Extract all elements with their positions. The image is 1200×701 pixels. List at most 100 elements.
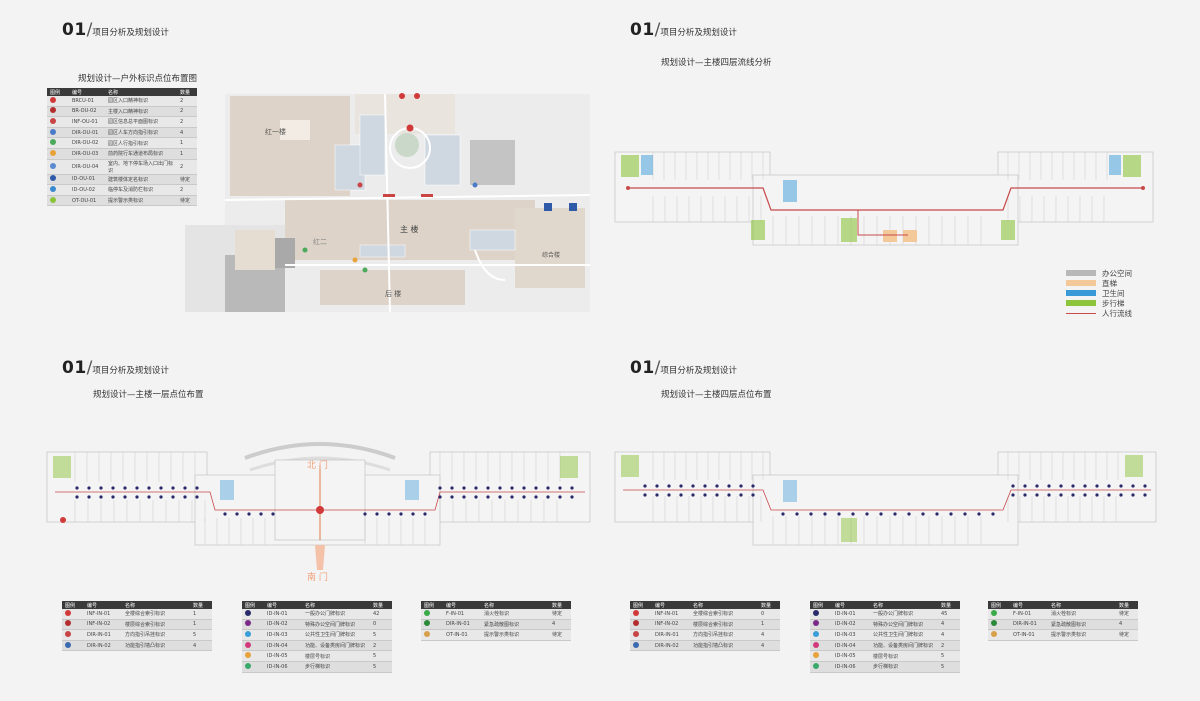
stair	[621, 455, 639, 477]
doorplate-sign-point	[462, 495, 466, 499]
legend-symbol-icon	[633, 609, 639, 616]
cell-name: 楼层综合索引标识	[122, 619, 190, 631]
cell-code: BR-OU-02	[69, 106, 105, 118]
cell-name: 功能指引墙凸标识	[690, 640, 758, 652]
cell-name: 提示警示类标识	[1048, 629, 1116, 641]
doorplate-sign-point	[87, 495, 91, 499]
legend-label: 人行流线	[1102, 308, 1132, 318]
legend-symbol-icon	[245, 609, 251, 616]
cell-name: 一般办公门牌标识	[302, 609, 370, 620]
legend-symbol-icon	[245, 620, 251, 627]
legend-symbol-icon	[65, 620, 71, 627]
cell-qty: 待定	[1116, 629, 1138, 641]
doorplate-sign-point	[893, 512, 897, 516]
south-entrance-path	[315, 545, 325, 570]
flow-node	[1141, 186, 1145, 190]
doorplate-sign-point	[498, 486, 502, 490]
header-code: 编号	[1010, 601, 1048, 609]
legend-symbol-cell	[988, 629, 1010, 641]
cell-qty: 待定	[177, 195, 197, 207]
header-name: 名称	[1048, 601, 1116, 609]
doorplate-sign-point	[147, 486, 151, 490]
cell-name: 步行梯标识	[870, 661, 938, 673]
doorplate-sign-point	[271, 512, 275, 516]
cell-code: OT-IN-01	[1010, 629, 1048, 641]
cell-qty: 2	[177, 184, 197, 196]
cell-qty: 4	[758, 640, 780, 652]
legend-symbol-icon	[633, 630, 639, 637]
cell-code: ID-IN-03	[832, 629, 870, 641]
legend-symbol-icon	[813, 641, 819, 648]
doorplate-sign-point	[1059, 484, 1063, 488]
doorplate-sign-point	[837, 512, 841, 516]
section-heading-2: 01/项目分析及规划设计	[630, 20, 737, 40]
cell-qty: 2	[177, 159, 197, 175]
cell-name: 公共性卫生间门牌标识	[870, 629, 938, 641]
building-complex	[515, 208, 585, 288]
legend-symbol-cell	[47, 96, 69, 107]
stair	[751, 220, 765, 240]
doorplate-sign-point	[823, 512, 827, 516]
legend-symbol-icon	[424, 630, 430, 637]
legend-label: 步行梯	[1102, 298, 1125, 308]
header-name: 名称	[122, 601, 190, 609]
cell-qty: 5	[938, 650, 960, 662]
doorplate-sign-point	[655, 484, 659, 488]
doorplate-sign-point	[715, 484, 719, 488]
room-grid	[74, 452, 561, 545]
doorplate-sign-point	[411, 512, 415, 516]
legend-symbol-cell	[988, 609, 1010, 620]
doorplate-sign-point	[522, 486, 526, 490]
section-heading-4: 01/项目分析及规划设计	[630, 358, 737, 378]
doorplate-sign-point	[921, 512, 925, 516]
cell-qty: 4	[177, 127, 197, 139]
doorplate-sign-point	[522, 495, 526, 499]
legend-label: 卫生间	[1102, 288, 1125, 298]
legend-symbol-cell	[47, 159, 69, 175]
legend-symbol-icon	[813, 620, 819, 627]
cell-qty: 2	[177, 106, 197, 118]
header-icon: 图例	[62, 601, 84, 609]
cell-name: 园区人车方向指引标识	[105, 127, 177, 139]
doorplate-sign-point	[183, 495, 187, 499]
cell-code: DIR-IN-02	[652, 640, 690, 652]
header-qty: 数量	[1116, 601, 1138, 609]
cell-code: INF-IN-01	[84, 609, 122, 620]
heading-slash: /	[654, 358, 661, 378]
header-name: 名称	[690, 601, 758, 609]
legend-symbol-cell	[242, 609, 264, 620]
legend-symbol-cell	[810, 619, 832, 631]
doorplate-sign-point	[171, 486, 175, 490]
flow-node	[626, 186, 630, 190]
doorplate-sign-point	[1035, 484, 1039, 488]
building-rear	[320, 270, 465, 305]
legend-swatch	[1066, 300, 1096, 306]
section-number: 01	[630, 358, 655, 378]
doorplate-sign-point	[570, 495, 574, 499]
doorplate-sign-point	[87, 486, 91, 490]
header-code: 编号	[832, 601, 870, 609]
section-title: 项目分析及规划设计	[660, 28, 737, 38]
section-number: 01	[630, 20, 655, 40]
doorplate-sign-point	[643, 493, 647, 497]
header-name: 名称	[481, 601, 549, 609]
cell-name: 特殊办公空间门牌标识	[302, 619, 370, 631]
doorplate-sign-point	[99, 495, 103, 499]
legend-symbol-icon	[50, 117, 56, 124]
legend-symbol-icon	[65, 609, 71, 616]
doorplate-sign-point	[558, 495, 562, 499]
doorplate-sign-point	[111, 486, 115, 490]
cell-qty: 5	[190, 629, 212, 641]
cell-name: 方向指引吊挂标识	[122, 629, 190, 641]
doorplate-sign-point	[691, 484, 695, 488]
cell-name: 功能、设备类房间门牌标识	[302, 640, 370, 652]
cell-code: ID-IN-01	[264, 609, 302, 620]
cell-name: 功能、设备类房间门牌标识	[870, 640, 938, 652]
cell-code: ID-IN-02	[832, 619, 870, 631]
